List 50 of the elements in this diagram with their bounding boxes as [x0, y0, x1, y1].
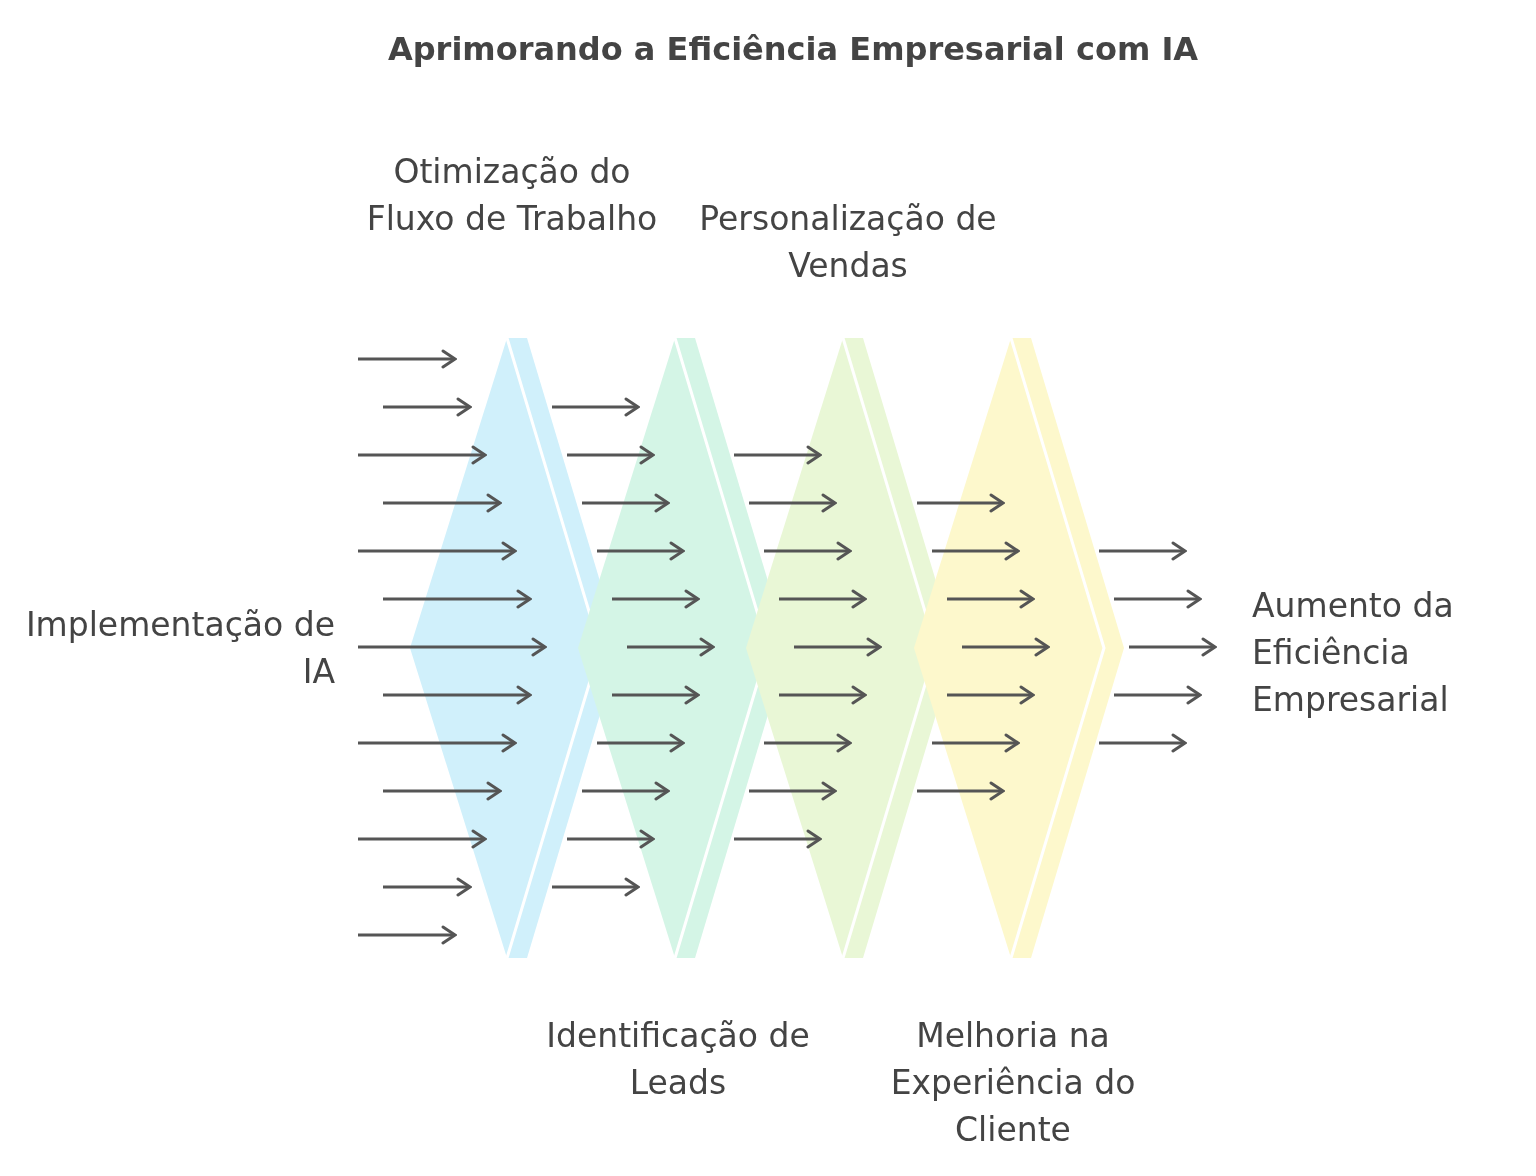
input-label: Implementação de IA — [24, 603, 335, 693]
arrow — [764, 733, 852, 753]
arrow — [552, 877, 640, 897]
arrow — [734, 445, 822, 465]
arrow — [764, 541, 852, 561]
arrow — [358, 541, 517, 561]
arrow — [358, 733, 517, 753]
arrow — [917, 493, 1005, 513]
arrow — [567, 445, 655, 465]
arrow — [383, 877, 472, 897]
arrow — [358, 445, 487, 465]
arrow — [627, 637, 715, 657]
arrow — [383, 781, 502, 801]
arrow — [383, 397, 472, 417]
stage-label: Identificação de Leads — [545, 1015, 811, 1104]
arrow — [917, 781, 1005, 801]
diagram-title: Aprimorando a Eficiência Empresarial com IA — [386, 29, 1200, 70]
arrow — [597, 541, 685, 561]
arrow — [794, 637, 882, 657]
arrow — [358, 925, 457, 945]
arrow — [1099, 733, 1187, 753]
arrow — [734, 829, 822, 849]
arrow — [1129, 637, 1217, 657]
arrow — [358, 637, 547, 657]
arrow — [582, 781, 670, 801]
arrow — [383, 589, 532, 609]
arrow — [947, 589, 1035, 609]
arrow — [552, 397, 640, 417]
outcome-label: Aumento da Eficiência Empresarial — [1252, 585, 1455, 721]
arrow — [1099, 541, 1187, 561]
arrow — [582, 493, 670, 513]
arrow — [358, 349, 457, 369]
arrow — [612, 589, 700, 609]
arrow — [947, 685, 1035, 705]
arrow — [1114, 589, 1202, 609]
arrow — [749, 781, 837, 801]
stage-label: Personalização de Vendas — [698, 198, 998, 287]
stage-label: Otimização do Fluxo de Trabalho — [365, 151, 659, 240]
arrow — [962, 637, 1050, 657]
arrow — [358, 829, 487, 849]
arrow — [383, 685, 532, 705]
arrow — [779, 589, 867, 609]
arrow — [567, 829, 655, 849]
stage-label: Melhoria na Experiência do Cliente — [889, 1015, 1137, 1151]
arrow — [779, 685, 867, 705]
arrow — [383, 493, 502, 513]
arrow — [597, 733, 685, 753]
arrow — [1114, 685, 1202, 705]
arrow — [612, 685, 700, 705]
arrow — [749, 493, 837, 513]
